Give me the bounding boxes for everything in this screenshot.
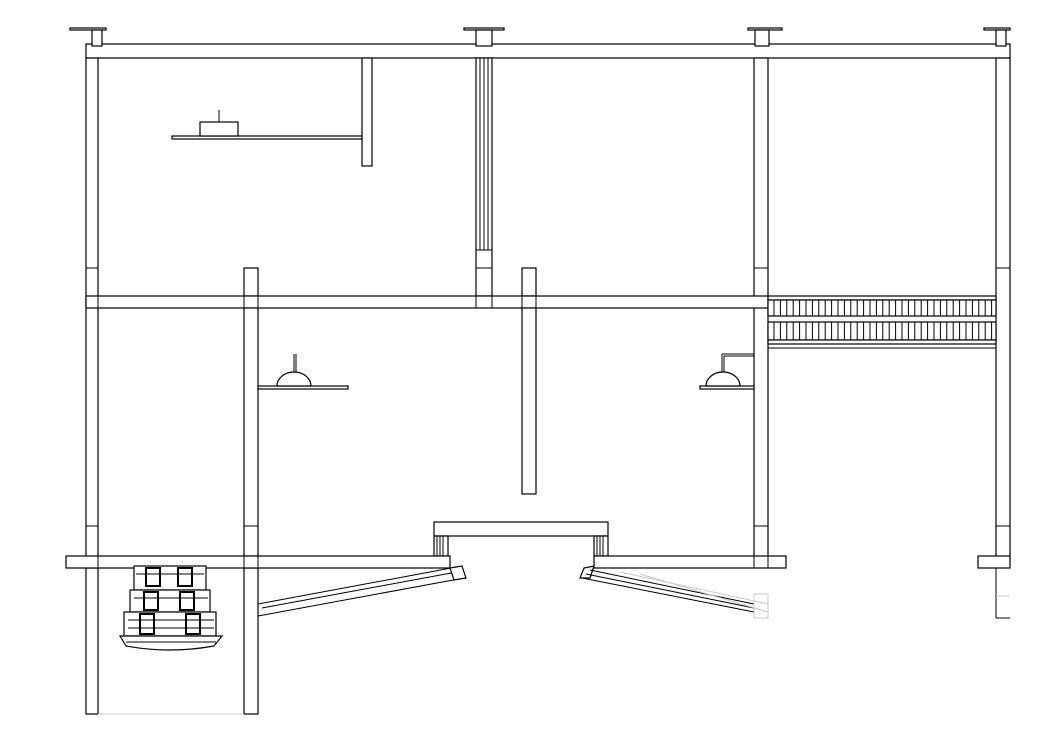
middle-floor-slab [85, 295, 769, 309]
wall-stub-left [243, 267, 259, 297]
top-left-partition [171, 57, 373, 167]
wall-lower-mid [521, 307, 537, 495]
ramp-left [257, 565, 467, 617]
pendant-lamp-icon [699, 353, 755, 390]
shelf-box [199, 121, 239, 137]
pendant-lamp-icon [257, 354, 349, 390]
column-left-lower [85, 567, 99, 715]
wall-stub-mid [521, 267, 537, 297]
shelf [171, 135, 363, 140]
column-cap-1 [69, 27, 107, 31]
column-far-right [995, 57, 1011, 559]
ramp-right [579, 565, 1010, 619]
bell-ornament-icon [118, 565, 224, 651]
roof-slab [69, 27, 1011, 59]
lower-walls [86, 307, 768, 715]
doorway-canopy [433, 521, 609, 557]
bridge-railing [767, 295, 997, 349]
columns [85, 57, 1011, 715]
ground-floor-slab [65, 555, 1011, 569]
wall-lower-left-ext [243, 567, 259, 715]
wall-lower-left [243, 307, 259, 557]
